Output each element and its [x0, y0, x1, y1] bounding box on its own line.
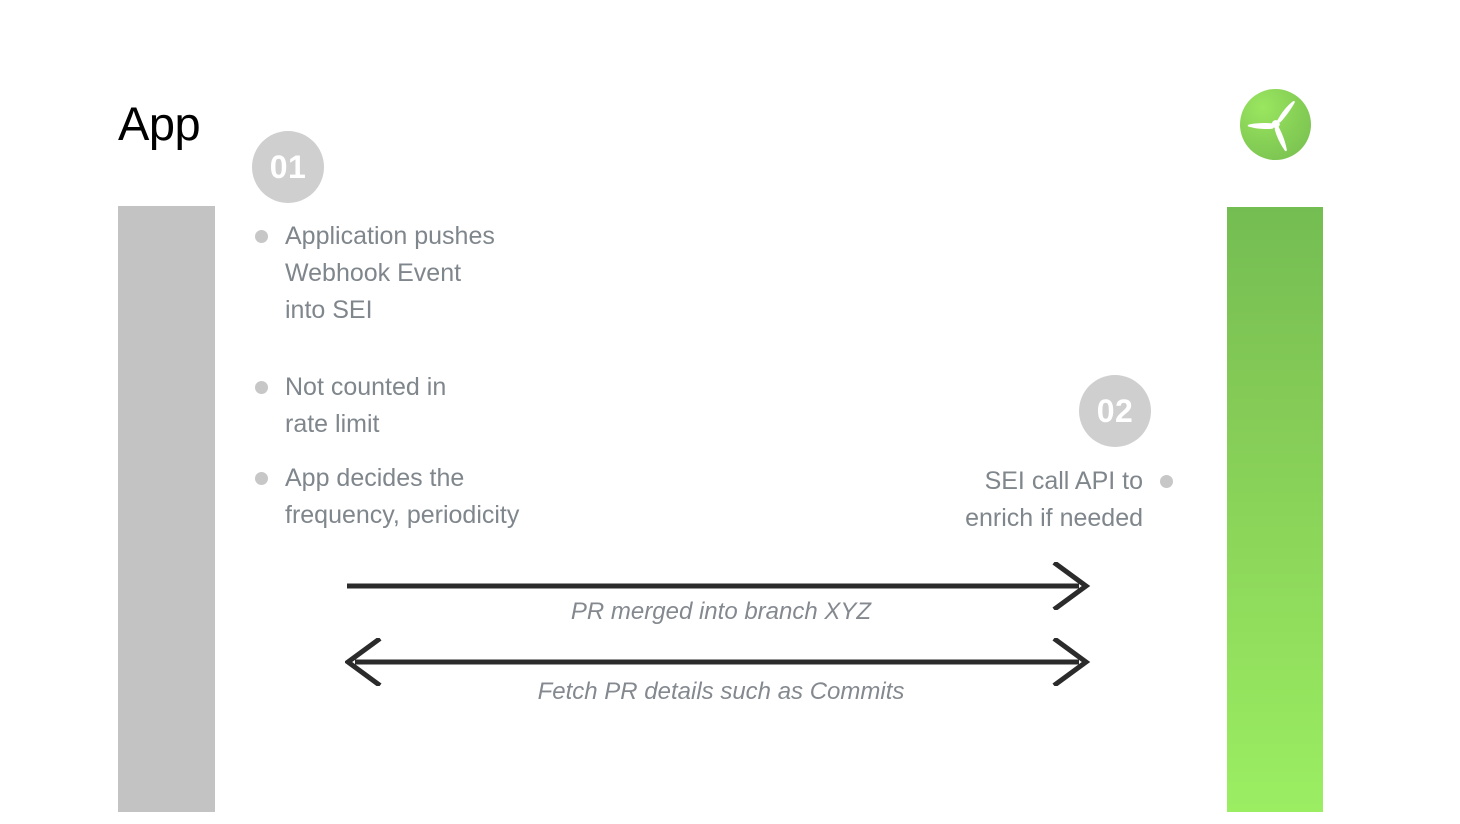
app-bullet-1-text: Application pushes Webhook Event into SE… — [285, 222, 495, 324]
app-bullet-1: Application pushes Webhook Event into SE… — [255, 218, 495, 329]
bullet-dot-icon — [255, 472, 268, 485]
arrow-both-icon — [345, 638, 1091, 686]
bullet-dot-icon — [1160, 475, 1173, 488]
arrow-flow-2-label: Fetch PR details such as Commits — [537, 678, 905, 705]
step-badge-02-label: 02 — [1096, 392, 1134, 429]
step-badge-02: 02 — [1079, 375, 1151, 447]
bullet-dot-icon — [255, 230, 268, 243]
bullet-dot-icon — [255, 381, 268, 394]
page-title: App — [118, 97, 201, 150]
app-lane-bar — [118, 206, 215, 812]
propeller-logo-icon — [1240, 89, 1311, 160]
sei-bullet-1-text: SEI call API to enrich if needed — [965, 467, 1143, 532]
arrow-flow-1-label: PR merged into branch XYZ — [570, 598, 872, 625]
app-bullet-3-text: App decides the frequency, periodicity — [285, 464, 520, 529]
app-bullet-2-text: Not counted in rate limit — [285, 373, 447, 438]
step-badge-01-label: 01 — [269, 148, 307, 185]
arrow-right-icon — [347, 562, 1091, 610]
app-bullet-3: App decides the frequency, periodicity — [255, 460, 519, 534]
app-bullet-2: Not counted in rate limit — [255, 369, 446, 443]
sei-bullet-1: SEI call API to enrich if needed — [965, 463, 1173, 537]
sei-lane-bar — [1227, 207, 1323, 812]
arrow-flow-1: PR merged into branch XYZ — [345, 562, 1097, 625]
step-badge-01: 01 — [252, 131, 324, 203]
arrow-flow-2: Fetch PR details such as Commits — [345, 638, 1097, 705]
